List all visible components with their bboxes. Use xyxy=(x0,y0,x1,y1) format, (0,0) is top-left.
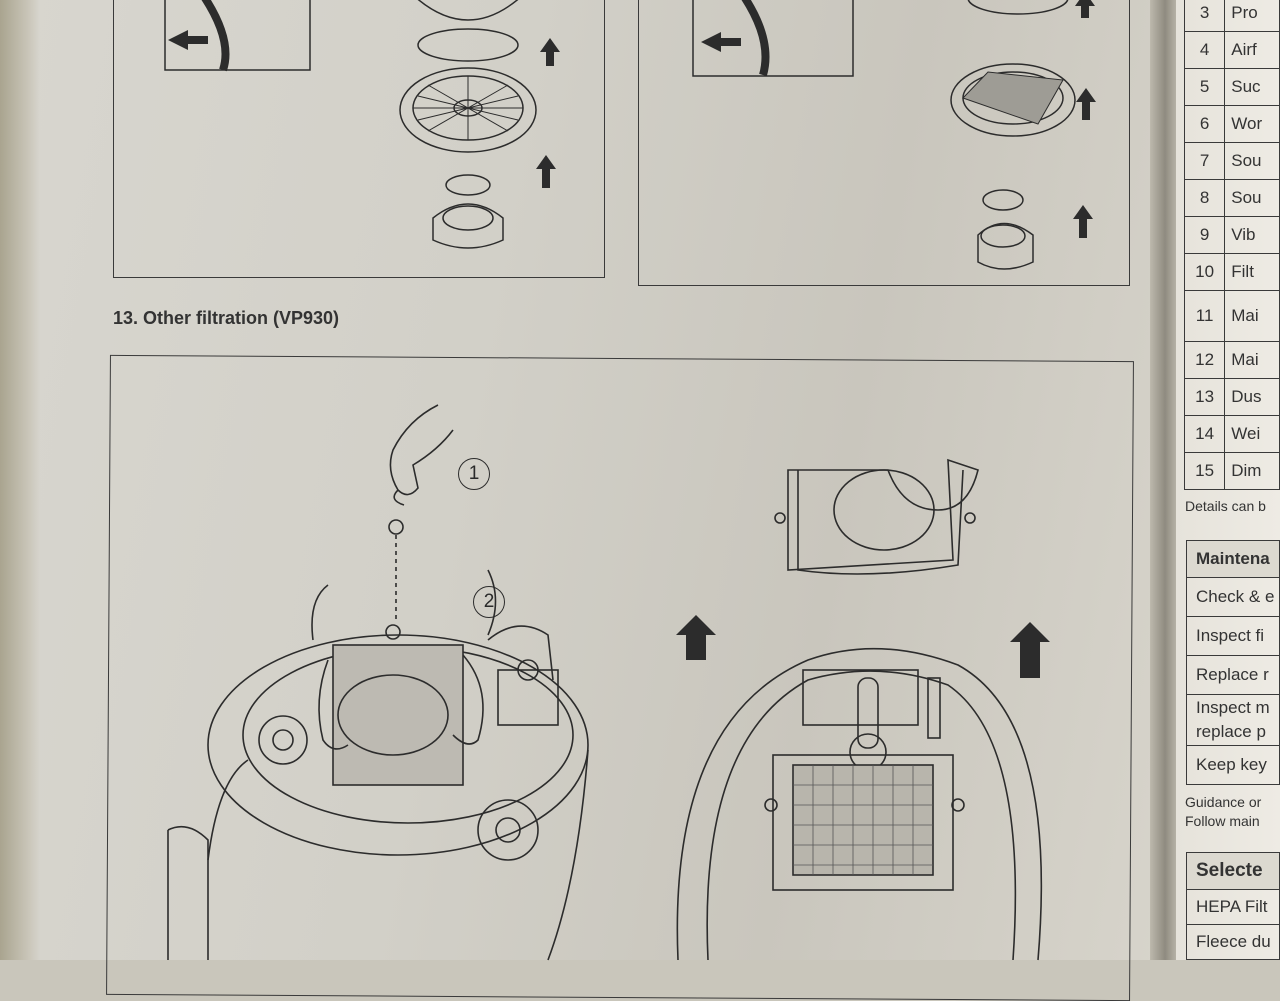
row-number: 9 xyxy=(1183,216,1226,254)
row-label: Vib xyxy=(1224,216,1280,254)
maintenance-row-line1: Inspect m xyxy=(1196,698,1270,717)
step-1-label: 1 xyxy=(468,463,480,484)
row-number: 15 xyxy=(1183,452,1226,490)
row-number: 10 xyxy=(1183,253,1226,291)
row-label: Dim xyxy=(1224,452,1280,490)
guidance-line-2: Follow main xyxy=(1185,813,1260,829)
row-label: Wor xyxy=(1224,105,1280,143)
manual-page xyxy=(0,0,1160,960)
row-number: 11 xyxy=(1183,290,1226,342)
selected-row: Fleece du xyxy=(1186,924,1280,960)
table-header: Selecte xyxy=(1186,852,1280,890)
row-label: Pro xyxy=(1224,0,1280,32)
table-header: Maintena xyxy=(1186,540,1280,578)
row-label: Suc xyxy=(1224,68,1280,106)
filter-diagram-right xyxy=(692,0,1096,270)
maintenance-row: Inspect fi xyxy=(1186,616,1280,656)
parts-note: Details can b xyxy=(1185,498,1266,514)
table-row: Inspect m replace p xyxy=(1186,694,1280,746)
table-row: Check & e xyxy=(1186,577,1280,617)
row-number: 7 xyxy=(1183,142,1226,180)
row-label: Airf xyxy=(1224,31,1280,69)
maintenance-row: Check & e xyxy=(1186,577,1280,617)
table-row: Replace r xyxy=(1186,655,1280,695)
row-number: 12 xyxy=(1183,341,1226,379)
selected-header: Selecte xyxy=(1186,852,1280,890)
filter-diagram-panel-left xyxy=(113,0,605,278)
section-title: 13. Other filtration (VP930) xyxy=(113,308,340,328)
step-2-marker: 2 xyxy=(473,586,505,618)
table-row: Inspect fi xyxy=(1186,616,1280,656)
row-number: 8 xyxy=(1183,179,1226,217)
page-edge xyxy=(0,0,40,960)
maintenance-row: Keep key xyxy=(1186,745,1280,785)
row-label: Wei xyxy=(1224,415,1280,453)
row-label: Mai xyxy=(1224,341,1280,379)
row-number: 5 xyxy=(1183,68,1226,106)
selected-table: Selecte HEPA Filt Fleece du xyxy=(1186,852,1280,960)
row-number: 14 xyxy=(1183,415,1226,453)
row-number: 3 xyxy=(1183,0,1226,32)
selected-row: HEPA Filt xyxy=(1186,889,1280,925)
row-label: Dus xyxy=(1224,378,1280,416)
maintenance-table: Maintena Check & e Inspect fi Replace r … xyxy=(1186,540,1280,785)
row-label: Mai xyxy=(1224,290,1280,342)
guidance-line-1: Guidance or xyxy=(1185,794,1262,810)
table-row: Fleece du xyxy=(1186,924,1280,960)
step-1-marker: 1 xyxy=(458,458,490,490)
row-label: Sou xyxy=(1224,142,1280,180)
maintenance-row: Replace r xyxy=(1186,655,1280,695)
vp930-diagram xyxy=(167,404,1050,961)
step-2-label: 2 xyxy=(483,591,495,612)
book-gutter xyxy=(1150,0,1180,960)
maintenance-row: Inspect m replace p xyxy=(1186,694,1280,746)
maintenance-row-line2: replace p xyxy=(1196,722,1266,741)
row-label: Filt xyxy=(1224,253,1280,291)
table-row: Keep key xyxy=(1186,745,1280,785)
table-row: HEPA Filt xyxy=(1186,889,1280,925)
row-label: Sou xyxy=(1224,179,1280,217)
row-number: 4 xyxy=(1183,31,1226,69)
filter-diagram-panel-right xyxy=(638,0,1130,286)
maintenance-header: Maintena xyxy=(1186,540,1280,578)
row-number: 6 xyxy=(1183,105,1226,143)
row-number: 13 xyxy=(1183,378,1226,416)
filter-diagram-left xyxy=(164,0,560,249)
